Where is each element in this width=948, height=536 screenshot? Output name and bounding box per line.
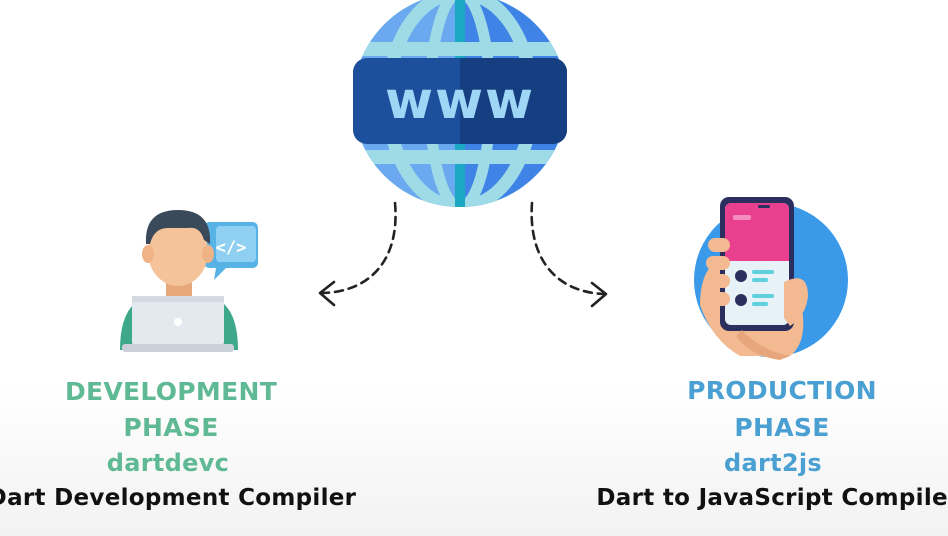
arrow-to-development bbox=[318, 201, 397, 307]
development-tool-name: dartdevc bbox=[106, 449, 230, 477]
development-phase-subtitle: PHASE bbox=[123, 413, 219, 442]
developer-icon: </> bbox=[120, 210, 258, 352]
production-phase-subtitle: PHASE bbox=[734, 413, 830, 442]
globe-www-text: www bbox=[385, 71, 535, 131]
production-phase-title: PRODUCTION bbox=[687, 376, 877, 405]
code-tag-text: </> bbox=[216, 238, 247, 258]
development-compiler-name: Dart Development Compiler bbox=[0, 485, 357, 511]
arrow-to-production bbox=[530, 201, 608, 308]
mobile-phone-icon bbox=[694, 197, 848, 360]
globe-www-icon: www bbox=[353, 0, 567, 207]
production-tool-name: dart2js bbox=[724, 449, 822, 477]
production-compiler-name: Dart to JavaScript Compiler bbox=[596, 485, 948, 511]
development-phase-title: DEVELOPMENT bbox=[64, 377, 278, 406]
